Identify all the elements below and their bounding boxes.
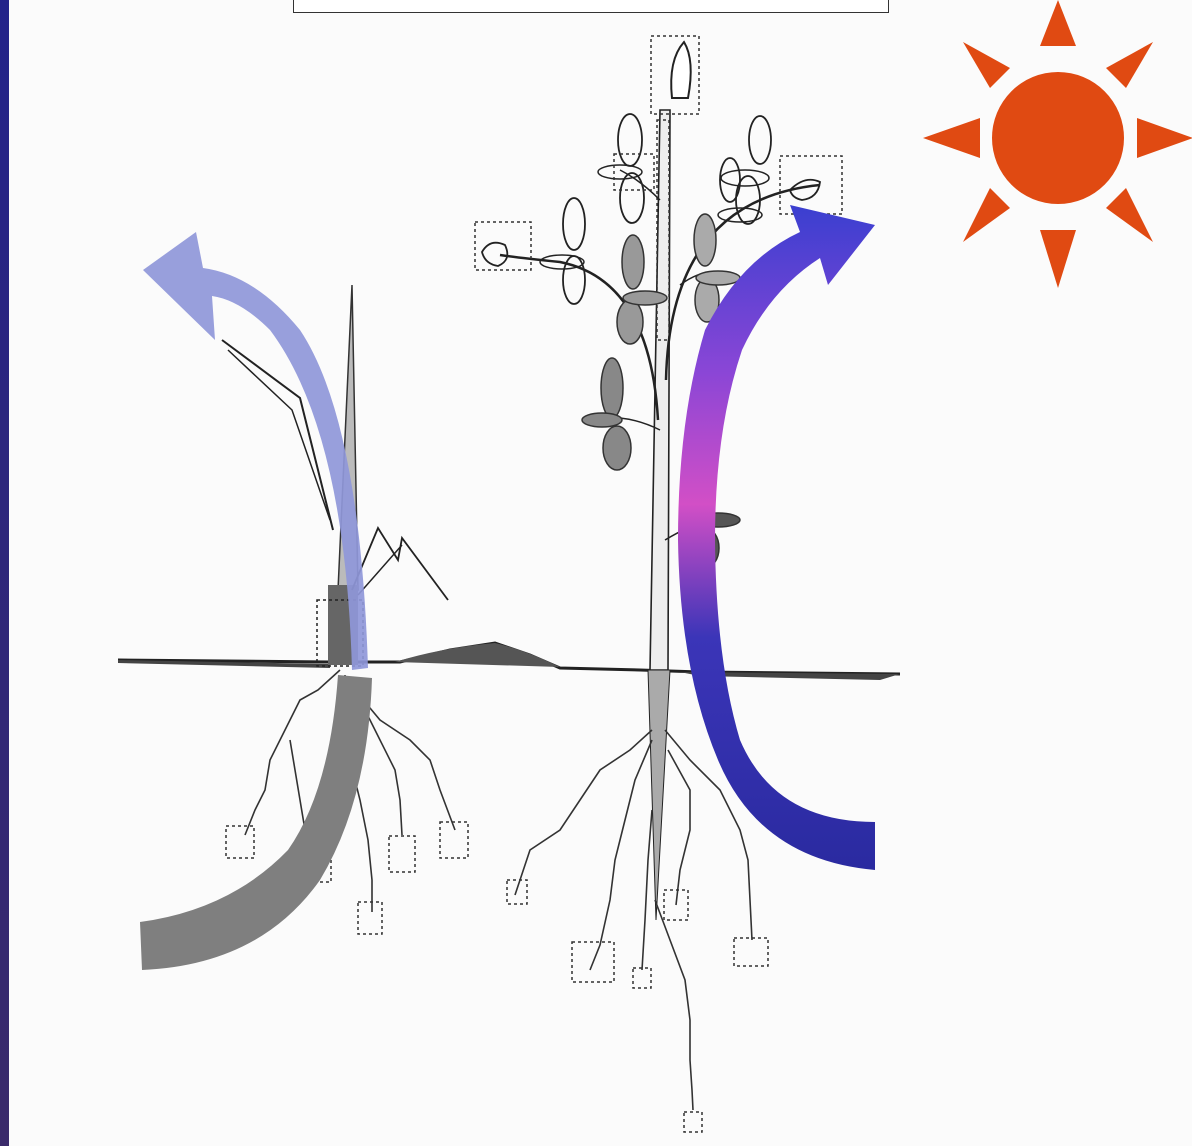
sun-icon	[923, 0, 1192, 288]
left-root-arrow	[140, 675, 372, 970]
tall-plant-roots	[507, 730, 768, 1132]
soil-mound	[395, 643, 560, 667]
tall-plant	[475, 36, 842, 920]
